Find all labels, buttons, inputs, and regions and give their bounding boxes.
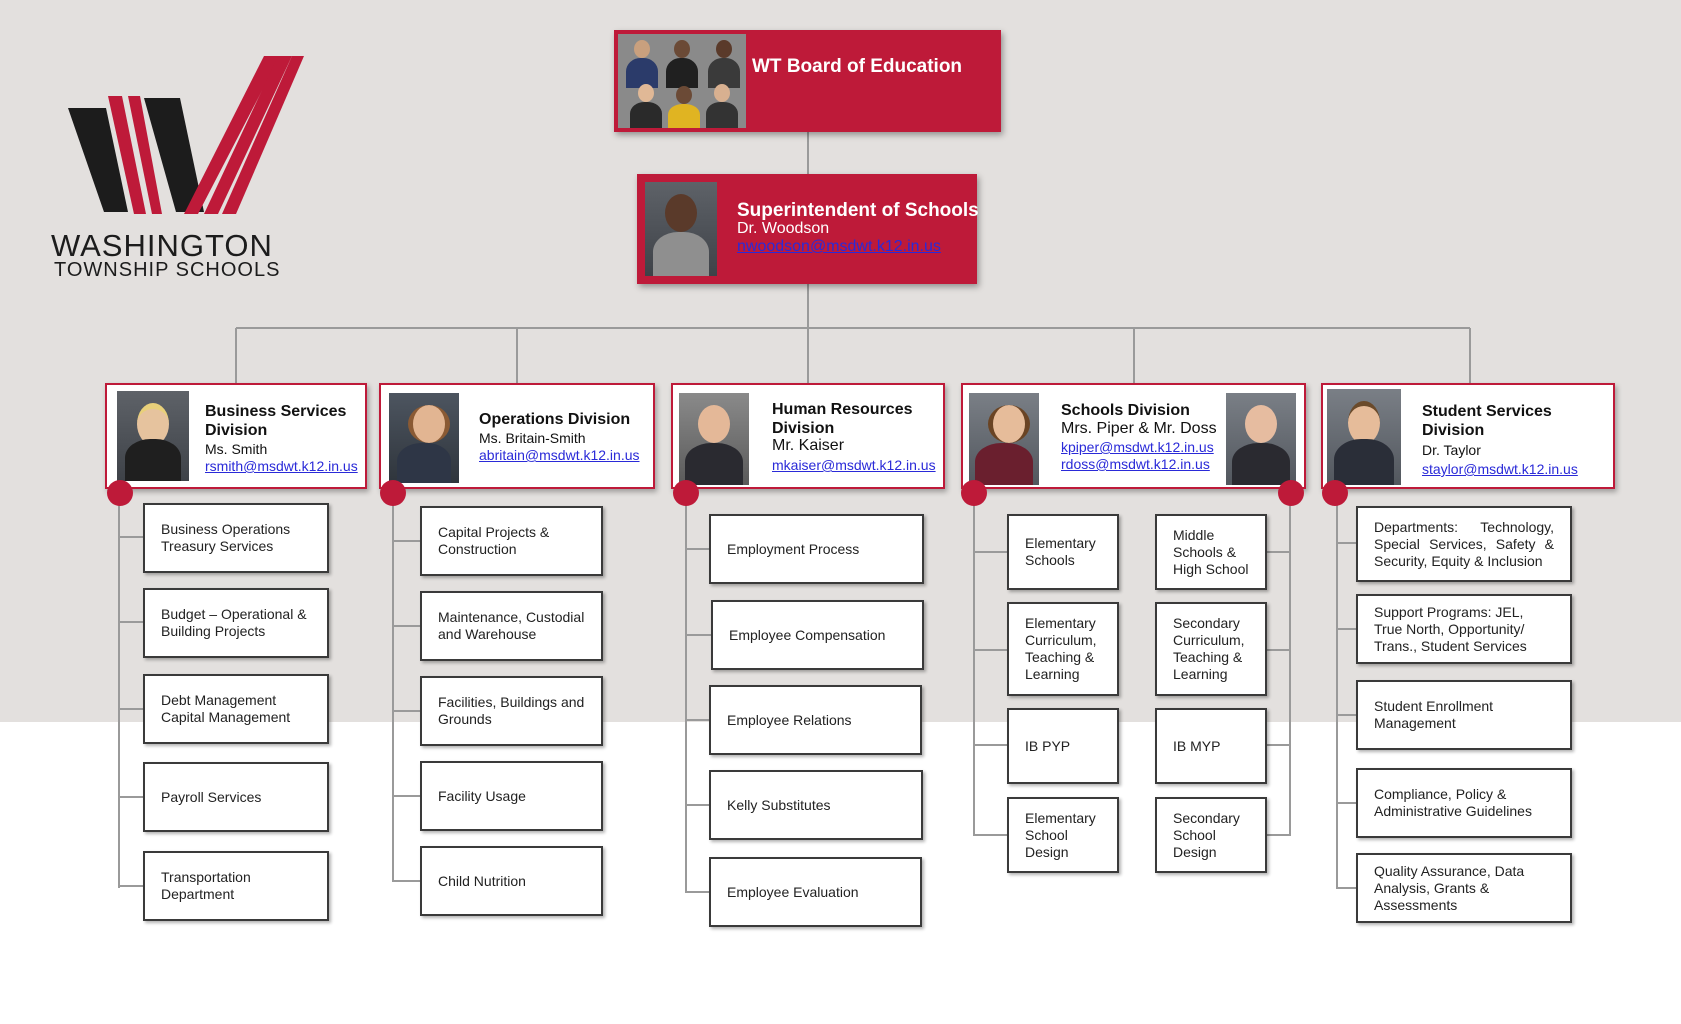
operations-head-photo	[389, 393, 459, 483]
business-division-email-link[interactable]: rsmith@msdwt.k12.in.us	[205, 458, 358, 474]
business-item-transportation: Transportation Department	[143, 851, 329, 921]
student-item-departments: Departments: Technology, Special Service…	[1356, 506, 1572, 582]
schools-item-elementary: Elementary Schools	[1007, 514, 1119, 590]
business-item-debt: Debt Management Capital Management	[143, 674, 329, 744]
business-item-operations: Business Operations Treasury Services	[143, 503, 329, 573]
student-item-quality-assurance: Quality Assurance, Data Analysis, Grants…	[1356, 853, 1572, 923]
student-item-enrollment: Student Enrollment Management	[1356, 680, 1572, 750]
student-services-division-title: Student Services Division	[1422, 403, 1552, 439]
superintendent-name: Dr. Woodson	[737, 220, 830, 237]
schools-item-secondary-curriculum: Secondary Curriculum, Teaching & Learnin…	[1155, 602, 1267, 696]
schools-item-middle-high: Middle Schools & High School	[1155, 514, 1267, 590]
hr-item-employment-process: Employment Process	[709, 514, 924, 584]
hr-division-head-name: Mr. Kaiser	[772, 437, 845, 454]
operations-division-box: Operations Division Ms. Britain-Smith ab…	[379, 383, 655, 489]
schools-head-photo-right	[1226, 393, 1296, 485]
schools-connector-dot-right	[1278, 480, 1304, 506]
student-item-compliance: Compliance, Policy & Administrative Guid…	[1356, 768, 1572, 838]
student-services-head-photo	[1327, 389, 1401, 485]
superintendent-photo	[645, 182, 717, 276]
schools-division-title: Schools Division	[1061, 402, 1190, 419]
board-group-photo	[618, 34, 746, 128]
business-division-head-name: Ms. Smith	[205, 441, 268, 457]
student-services-connector-dot	[1322, 480, 1348, 506]
schools-head-photo-left	[969, 393, 1039, 485]
schools-item-ib-pyp: IB PYP	[1007, 708, 1119, 784]
business-item-budget: Budget – Operational & Building Projects	[143, 588, 329, 658]
superintendent-email-link[interactable]: nwoodson@msdwt.k12.in.us	[737, 238, 941, 255]
schools-division-box: Schools Division Mrs. Piper & Mr. Doss k…	[961, 383, 1306, 489]
hr-division-title: Human Resources Division	[772, 401, 913, 437]
business-services-division-box: Business Services Division Ms. Smith rsm…	[105, 383, 367, 489]
logo-text-line2: TOWNSHIP SCHOOLS	[54, 259, 281, 281]
superintendent-box: Superintendent of Schools Dr. Woodson nw…	[637, 174, 979, 284]
business-head-photo	[117, 391, 189, 481]
board-title: WT Board of Education	[752, 56, 963, 77]
operations-division-title: Operations Division	[479, 411, 631, 428]
logo-text-line1: WASHINGTON	[51, 228, 273, 263]
operations-item-facilities: Facilities, Buildings and Grounds	[420, 676, 603, 746]
hr-item-kelly-substitutes: Kelly Substitutes	[709, 770, 923, 840]
business-item-payroll: Payroll Services	[143, 762, 329, 832]
business-connector-dot	[107, 480, 133, 506]
student-services-division-box: Student Services Division Dr. Taylor sta…	[1321, 383, 1615, 489]
business-division-title: Business Services Division	[205, 403, 347, 439]
student-item-support-programs: Support Programs: JEL, True North, Oppor…	[1356, 594, 1572, 664]
superintendent-title: Superintendent of Schools	[737, 200, 979, 221]
hr-item-relations: Employee Relations	[709, 685, 922, 755]
board-of-education-box: WT Board of Education	[614, 30, 1001, 132]
hr-item-compensation: Employee Compensation	[711, 600, 924, 670]
schools-item-ib-myp: IB MYP	[1155, 708, 1267, 784]
operations-item-child-nutrition: Child Nutrition	[420, 846, 603, 916]
schools-division-head-names: Mrs. Piper & Mr. Doss	[1061, 420, 1217, 437]
logo-mark-icon	[68, 56, 304, 214]
hr-item-evaluation: Employee Evaluation	[709, 857, 922, 927]
operations-item-facility-usage: Facility Usage	[420, 761, 603, 831]
hr-connector-dot	[673, 480, 699, 506]
operations-division-email-link[interactable]: abritain@msdwt.k12.in.us	[479, 447, 640, 463]
operations-connector-dot	[380, 480, 406, 506]
schools-division-email-link-2[interactable]: rdoss@msdwt.k12.in.us	[1061, 456, 1210, 472]
schools-connector-dot-left	[961, 480, 987, 506]
operations-item-maintenance: Maintenance, Custodial and Warehouse	[420, 591, 603, 661]
hr-division-email-link[interactable]: mkaiser@msdwt.k12.in.us	[772, 457, 936, 473]
human-resources-division-box: Human Resources Division Mr. Kaiser mkai…	[671, 383, 945, 489]
schools-division-email-link-1[interactable]: kpiper@msdwt.k12.in.us	[1061, 439, 1214, 455]
student-services-email-link[interactable]: staylor@msdwt.k12.in.us	[1422, 461, 1578, 477]
student-services-head-name: Dr. Taylor	[1422, 442, 1481, 458]
schools-item-secondary-design: Secondary School Design	[1155, 797, 1267, 873]
operations-division-head-name: Ms. Britain-Smith	[479, 430, 586, 446]
schools-item-elementary-design: Elementary School Design	[1007, 797, 1119, 873]
operations-item-capital-projects: Capital Projects & Construction	[420, 506, 603, 576]
schools-item-elementary-curriculum: Elementary Curriculum, Teaching & Learni…	[1007, 602, 1119, 696]
hr-head-photo	[679, 393, 749, 485]
